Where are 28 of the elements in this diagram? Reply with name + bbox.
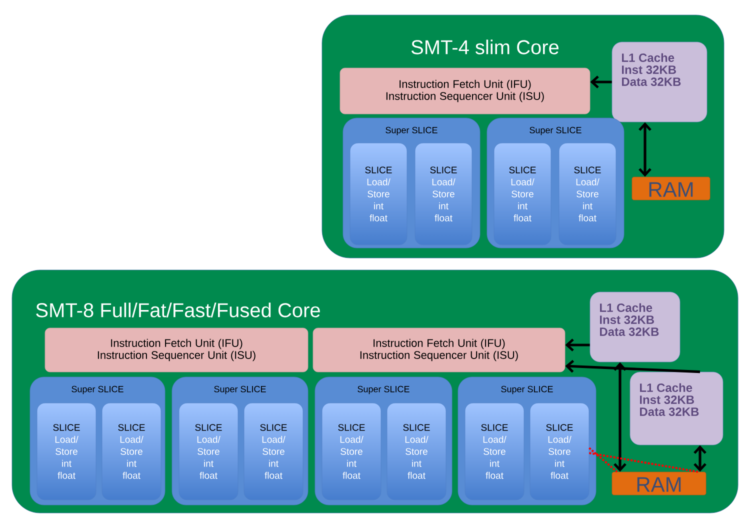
slice-box: SLICE Load/ Store int float: [350, 142, 408, 246]
slice-box: SLICE Load/ Store int float: [178, 402, 238, 500]
unit-box: Instruction Fetch Unit (IFU) Instruction Sequencer Unit (ISU): [312, 328, 566, 372]
slice-box: SLICE Load/ Store int float: [464, 402, 524, 500]
slice-box: SLICE Load/ Store int float: [322, 402, 382, 500]
slice-box: SLICE Load/ Store int float: [530, 402, 590, 500]
slice-box: SLICE Load/ Store int float: [558, 142, 616, 246]
cache-box: L1 Cache Inst 32KB Data 32KB: [590, 292, 680, 362]
unit-box: Instruction Fetch Unit (IFU) Instruction Sequencer Unit (ISU): [340, 68, 590, 114]
cache-box: L1 Cache Inst 32KB Data 32KB: [612, 42, 708, 122]
arrow: [565, 338, 590, 352]
cache-box: L1 Cache Inst 32KB Data 32KB: [630, 372, 724, 446]
connector-line: [588, 447, 618, 473]
arrow: [565, 360, 700, 374]
arrow: [694, 445, 706, 472]
slice-box: SLICE Load/ Store int float: [244, 402, 304, 500]
slice-box: SLICE Load/ Store int float: [36, 402, 96, 500]
unit-box: Instruction Fetch Unit (IFU) Instruction Sequencer Unit (ISU): [44, 328, 308, 372]
slice-box: SLICE Load/ Store int float: [386, 402, 446, 500]
arrow: [614, 362, 626, 472]
arrow: [590, 76, 612, 88]
ram-box: RAM: [612, 472, 706, 496]
arrow: [638, 122, 652, 177]
slice-box: SLICE Load/ Store int float: [494, 142, 552, 246]
ram-box: RAM: [632, 176, 710, 200]
connector-line: [589, 452, 698, 473]
slice-box: SLICE Load/ Store int float: [102, 402, 162, 500]
slice-box: SLICE Load/ Store int float: [414, 142, 472, 246]
